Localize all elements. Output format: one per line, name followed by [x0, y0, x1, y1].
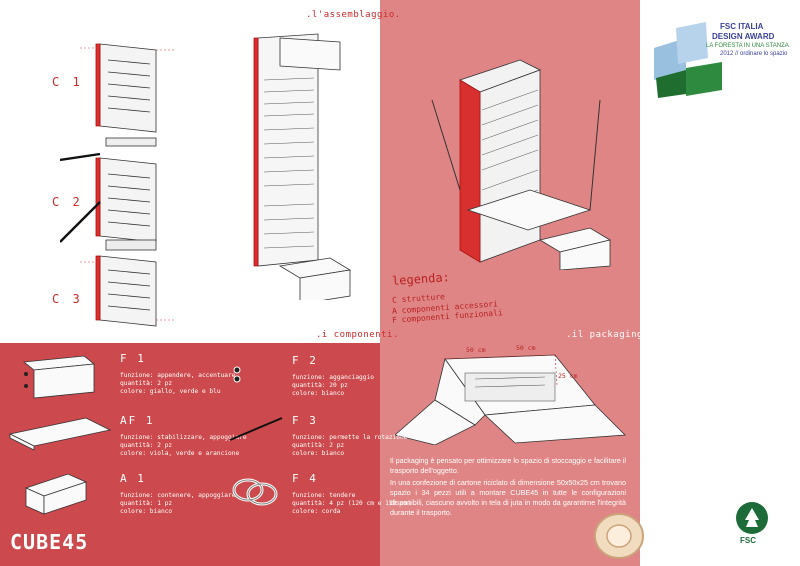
component-a1-drawing: [24, 473, 88, 515]
packaging-title: .il packaging.: [566, 330, 649, 340]
award-line4: 2012 // ordinare lo spazio: [720, 51, 788, 57]
award-line2: DESIGN AWARD: [712, 32, 775, 41]
configured-unit-drawing: [431, 59, 612, 270]
dimension-height: 25 cm: [558, 372, 578, 380]
component-f1-code: F 1: [120, 352, 146, 365]
structure-label-c3: C 3: [52, 292, 83, 306]
component-f3-code: F 3: [292, 414, 318, 427]
component-af1-drawing: [8, 417, 112, 451]
component-f1-drawing: [22, 355, 96, 399]
award-line3: LA FORESTA IN UNA STANZA: [706, 43, 789, 49]
component-f2-drawing: [233, 366, 241, 383]
packaging-text-2: In una confezione di cartone riciclato d…: [390, 478, 626, 517]
jute-roll-icon: [594, 513, 644, 559]
award-badge-icon: [654, 22, 722, 98]
component-f4-rope-icon: [232, 478, 278, 506]
packaging-box-drawing: [395, 354, 626, 445]
structure-label-c1: C 1: [52, 75, 83, 89]
fsc-logo-icon: [736, 502, 768, 534]
assembly-title: .l'assemblaggio.: [306, 10, 401, 20]
component-a1-code: A 1: [120, 472, 146, 485]
assembled-tower-drawing: [253, 33, 352, 300]
packaging-text-1: Il packaging è pensato per ottimizzare l…: [390, 456, 626, 475]
award-line1: FSC ITALIA: [720, 22, 764, 31]
exploded-view-drawing: [60, 43, 176, 327]
structure-label-c2: C 2: [52, 195, 83, 209]
dimension-width-b: 50 cm: [516, 344, 536, 352]
component-f3-drawing: [229, 417, 283, 441]
dimension-width-a: 50 cm: [466, 346, 486, 354]
component-f4-code: F 4: [292, 472, 318, 485]
component-af1-code: AF 1: [120, 414, 155, 427]
component-f2-code: F 2: [292, 354, 318, 367]
components-title: .i componenti.: [316, 330, 399, 340]
brand-logo: CUBE45: [10, 530, 89, 554]
fsc-logo-text: FSC: [740, 536, 756, 545]
